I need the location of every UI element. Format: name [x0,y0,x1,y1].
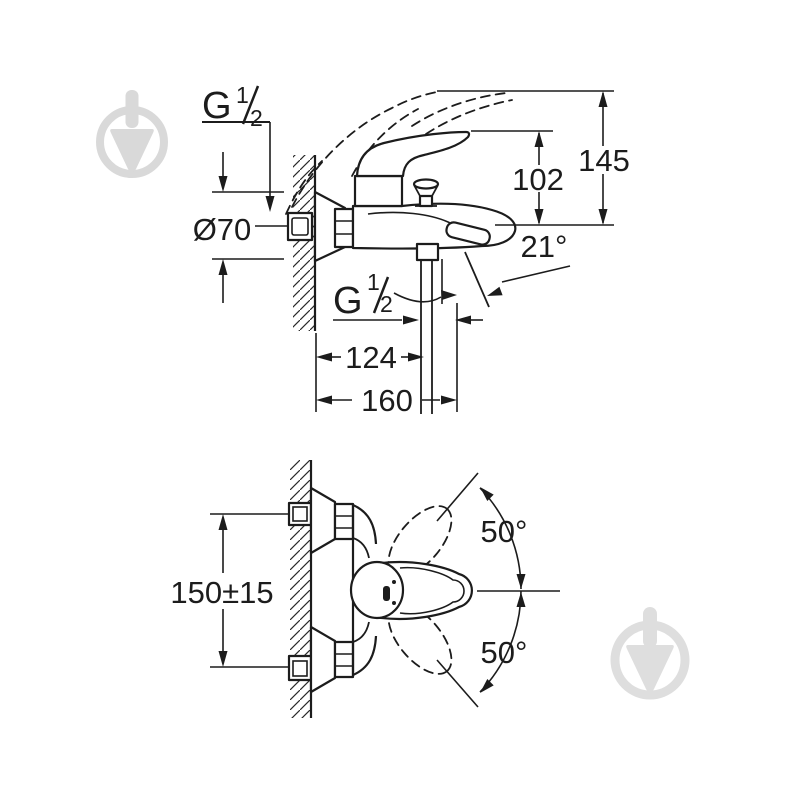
dimension-connection-distance: 150±15 [170,514,274,667]
mixer-body-plan [349,503,474,677]
lever-handle [355,130,471,178]
dimension-diameter-70: Ø70 [193,152,284,303]
dimension-hose-to-outlet [333,315,483,325]
total-depth-value: 160 [361,383,413,418]
mixer-body-spout [351,202,517,250]
lever-swing-dashed-arcs [285,91,513,215]
diameter-value: Ø70 [193,212,252,247]
upper-connection [287,486,355,555]
lever-height-value: 102 [512,162,564,197]
thread-letter: G [202,85,232,127]
thread-numerator: 1 [367,269,380,295]
dimension-spout-angle: 21° [441,229,571,308]
thread-label-hose: G 1 2 [333,269,457,322]
trowel-watermark-bottom-right [610,607,690,700]
spout-angle-value: 21° [521,229,568,264]
trowel-handle-icon [643,607,657,648]
thread-numerator: 1 [236,82,249,108]
dimension-depths: 124 160 [315,303,458,418]
connection-distance-value: 150±15 [170,575,273,610]
trowel-blade-icon [626,645,674,693]
dimension-swing-angles: 50° 50° [436,472,560,708]
thread-label-wall: G 1 2 [202,82,275,212]
temperature-indicator [383,586,390,601]
thread-letter: G [333,280,363,322]
diverter-knob [412,178,440,208]
trowel-handle-icon [125,90,139,128]
swing-down-value: 50° [481,635,528,670]
spout-outlet [445,221,491,246]
cartridge-dome [349,560,405,620]
supply-inlet-union [255,211,314,242]
trowel-blade-icon [110,129,154,173]
side-view-diagram: G 1 2 Ø70 145 [193,82,630,418]
plan-view-diagram: 50° 50° 150±15 [170,460,560,718]
hand-shower-hose [415,242,440,414]
total-height-value: 145 [578,143,630,178]
lower-connection [287,625,355,694]
swing-up-value: 50° [481,514,528,549]
union-nut [333,207,355,249]
trowel-watermark-top-left [96,90,168,178]
thread-denominator: 2 [380,291,393,317]
cartridge-housing [353,174,404,208]
dimension-heights: 145 102 [437,90,630,226]
thread-denominator: 2 [250,105,263,131]
hose-offset-value: 124 [345,340,397,375]
